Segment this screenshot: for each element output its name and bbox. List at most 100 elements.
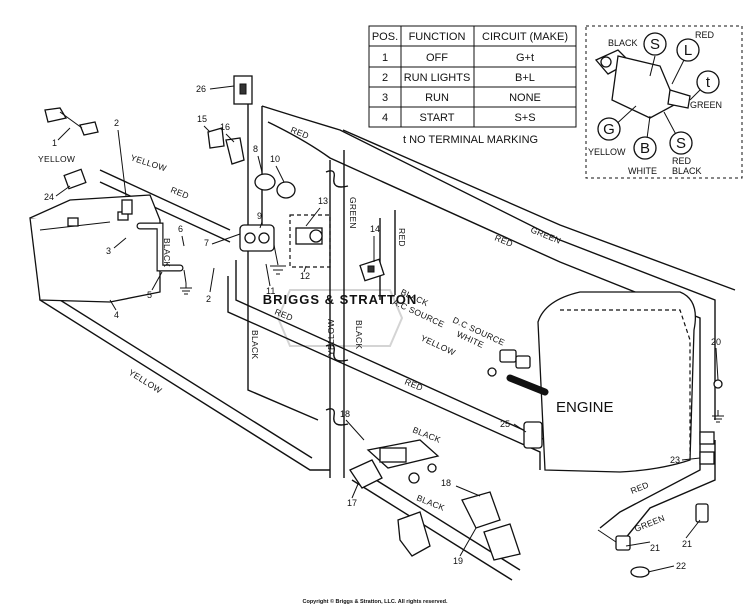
part-number: 2	[114, 118, 119, 128]
wire-label-green: GREEN	[633, 513, 666, 534]
wire-label-red: RED	[629, 480, 650, 496]
terminal-label: S	[676, 135, 686, 152]
battery-connector-top	[44, 107, 133, 215]
part-number: 1	[52, 138, 57, 148]
part-numbers: 1 2 2 3 4 5 6 7 8 9 10 11 12 13 14 15 16…	[44, 84, 721, 571]
switch-color-label: WHITE	[628, 166, 657, 176]
part-number: 19	[453, 556, 463, 566]
switch-color-label: BLACK	[672, 166, 702, 176]
part-number: 25	[500, 419, 510, 429]
wire-label-green: GREEN	[529, 225, 562, 246]
table-cell: RUN LIGHTS	[404, 72, 471, 84]
engine-label: ENGINE	[556, 399, 614, 416]
part-number: 9	[257, 211, 262, 221]
table-header: FUNCTION	[409, 31, 466, 43]
component-25	[523, 421, 543, 449]
part-number: 15	[197, 114, 207, 124]
watermark-text: BRIGGS & STRATTON	[263, 292, 417, 307]
part-number: 21	[650, 543, 660, 553]
component-15-16	[207, 127, 245, 165]
part-number: 20	[711, 337, 721, 347]
part-number: 21	[682, 539, 692, 549]
part-number: 12	[300, 271, 310, 281]
table-cell: S+S	[514, 112, 535, 124]
table-cell: RUN	[425, 92, 449, 104]
terminal-label: L	[684, 42, 692, 59]
table-cell: START	[419, 112, 454, 124]
part-number: 14	[370, 224, 380, 234]
table-cell: 3	[382, 92, 388, 104]
table-cell: G+t	[516, 52, 534, 64]
wire-label-red: RED	[397, 228, 407, 247]
wire-label-black: BLACK	[415, 493, 446, 513]
table-cell: 4	[382, 112, 388, 124]
battery-cable	[136, 222, 184, 272]
connector-14	[359, 258, 385, 282]
terminal-label: S	[650, 36, 660, 53]
seat-switch-17	[349, 439, 440, 489]
table-cell: OFF	[426, 52, 448, 64]
component-8-10	[254, 173, 296, 199]
connector-21-22	[597, 503, 709, 578]
table-cell: 1	[382, 52, 388, 64]
component-20-23	[699, 379, 723, 465]
wire-label-yellow: YELLOW	[127, 367, 164, 395]
wire-label-yellow: YELLOW	[419, 333, 457, 358]
wire-label-red: RED	[169, 185, 190, 201]
part-number: 6	[178, 224, 183, 234]
part-number: 7	[204, 238, 209, 248]
terminal-label: B	[640, 140, 650, 157]
switch-color-label: RED	[695, 30, 715, 40]
part-number: 2	[206, 294, 211, 304]
part-number: 4	[114, 310, 119, 320]
part-number: 23	[670, 455, 680, 465]
wire-label-yellow: YELLOW	[326, 319, 336, 356]
part-number: 16	[220, 122, 230, 132]
switch-19	[397, 491, 521, 561]
switch-color-label: BLACK	[608, 38, 638, 48]
copyright: Copyright © Briggs & Stratton, LLC. All …	[302, 598, 448, 605]
table-cell: NONE	[509, 92, 541, 104]
table-cell: 2	[382, 72, 388, 84]
function-table: POS. FUNCTION CIRCUIT (MAKE) 1 OFF G+t 2…	[368, 25, 577, 146]
part-number: 11	[266, 286, 275, 296]
switch-color-label: YELLOW	[588, 147, 626, 157]
switch-color-label: GREEN	[690, 100, 722, 110]
ignition-switch-detail: S L t G B S BLACK RED GREEN YELLOW WHITE…	[585, 25, 743, 179]
wire-label-yellow: YELLOW	[129, 152, 168, 173]
component-26	[233, 75, 253, 105]
terminal-label: t	[706, 74, 711, 91]
wire-label-black: BLACK	[162, 238, 172, 267]
part-number: 18	[340, 409, 350, 419]
part-number: 18	[441, 478, 451, 488]
wire-label-black: BLACK	[250, 330, 260, 359]
part-number: 26	[196, 84, 206, 94]
wire-label-yellow: YELLOW	[38, 154, 75, 164]
ground-symbols	[180, 269, 724, 423]
part-number: 3	[106, 246, 111, 256]
part-number: 13	[318, 196, 328, 206]
wire-label-green: GREEN	[348, 197, 358, 229]
table-footnote: t NO TERMINAL MARKING	[403, 134, 538, 146]
connector-engine-ac-dc	[487, 349, 549, 396]
leader-lines	[55, 85, 719, 573]
dashed-component-12	[289, 214, 331, 268]
table-header: CIRCUIT (MAKE)	[482, 31, 568, 43]
terminal-label: G	[603, 121, 615, 138]
part-number: 8	[253, 144, 258, 154]
table-cell: B+L	[515, 72, 535, 84]
wire-label-red: RED	[273, 307, 294, 323]
part-number: 17	[347, 498, 357, 508]
battery	[29, 194, 161, 303]
wire-label-red: RED	[493, 233, 514, 249]
table-header: POS.	[372, 31, 398, 43]
engine	[537, 291, 697, 473]
watermark: BRIGGS & STRATTON	[263, 289, 417, 347]
part-number: 10	[270, 154, 280, 164]
wire-label-red: RED	[403, 377, 424, 393]
part-number: 5	[147, 290, 152, 300]
wire-label-black: BLACK	[354, 320, 364, 349]
part-number: 24	[44, 192, 54, 202]
switch-color-label: RED	[672, 156, 692, 166]
